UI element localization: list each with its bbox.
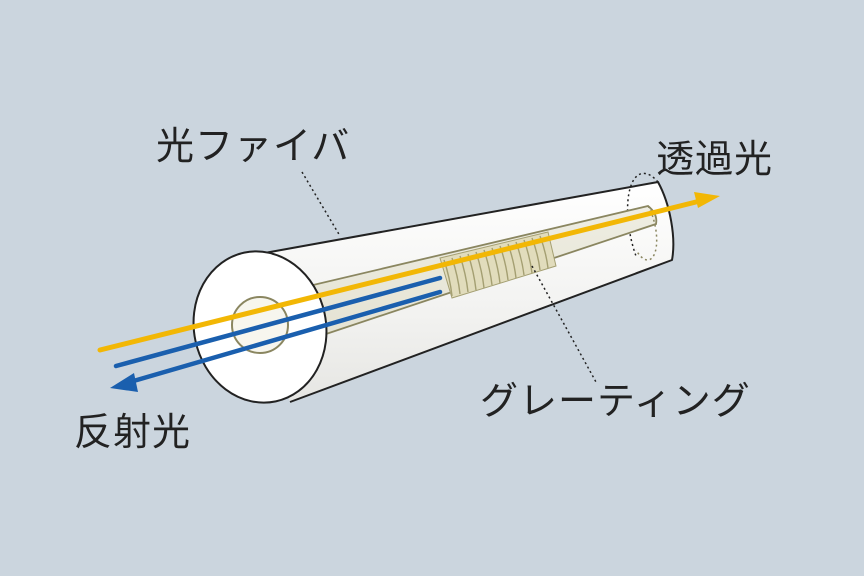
transmitted-light-beam (97, 198, 703, 353)
transmitted-light-label: 透過光 (656, 137, 774, 181)
fiber-far-end-rim (626, 172, 659, 257)
grating-label: グレーティング (480, 379, 751, 423)
reflected-light-outgoing (127, 289, 443, 385)
transmitted-light-arrowhead (694, 192, 720, 208)
fiber-core-far-end (635, 205, 658, 261)
reflected-light-incoming (113, 275, 443, 369)
reflected-light-label: 反射光 (74, 410, 192, 454)
optical-fiber-label: 光ファイバ (156, 124, 351, 168)
reflected-light-arrowhead (110, 373, 138, 392)
fiber-leader-line (301, 171, 341, 237)
grating-leader-line (531, 265, 597, 383)
